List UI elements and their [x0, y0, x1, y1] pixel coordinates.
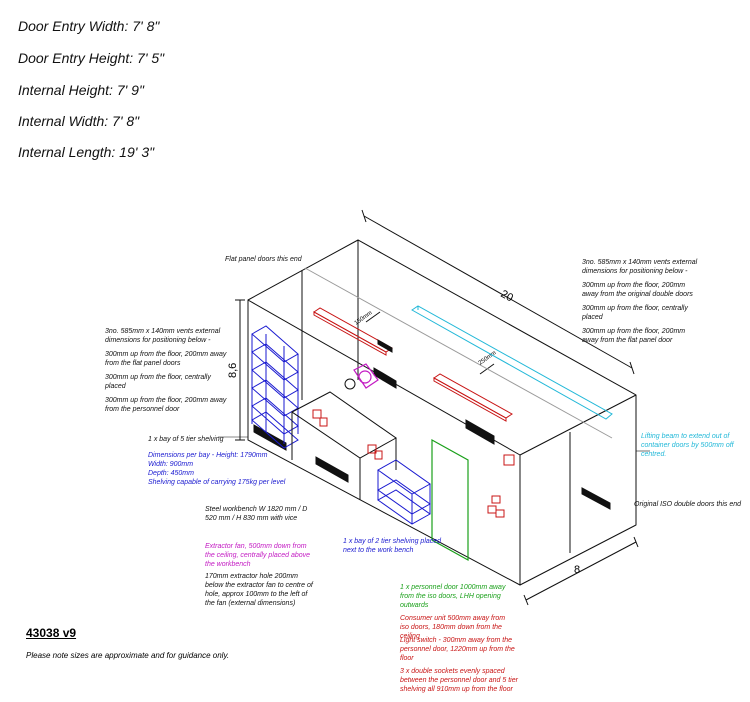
vents-right-line-1: 3no. 585mm x 140mm vents external dimens… [582, 259, 698, 275]
shelving-dims-line-4: Shelving capable of carrying 175kg per l… [148, 479, 286, 486]
light-switch-note: Light switch - 300mm away from the perso… [400, 637, 515, 662]
electrical-fittings [312, 409, 515, 518]
spec-internal-height: Internal Height: 7' 9" [18, 82, 144, 98]
spec-internal-width: Internal Width: 7' 8" [18, 113, 140, 129]
workbench-note: Steel workbench W 1820 mm / D 520 mm / H… [205, 506, 308, 522]
leader-lines [218, 436, 650, 452]
spec-internal-length: Internal Length: 19' 3" [18, 144, 155, 160]
vents-left-line-3: 300mm up from the floor, centrally place… [105, 374, 211, 390]
shelving-dims-line-3: Depth: 450mm [148, 470, 194, 477]
consumer-unit-note: Consumer unit 500mm away from iso doors,… [400, 615, 506, 640]
vents-left-note: 3no. 585mm x 140mm vents external dimens… [105, 327, 227, 419]
container-outline [247, 239, 637, 586]
extractor-note: Extractor fan, 500mm down from the ceili… [205, 543, 311, 568]
vents-left-line-4: 300mm up from the floor, 200mm away from… [105, 397, 227, 413]
lifting-beam [411, 305, 613, 420]
personnel-door [431, 438, 469, 562]
disclaimer: Please note sizes are approximate and fo… [26, 651, 230, 660]
shelving-5-tier [251, 325, 299, 449]
flat-panel-label: Flat panel doors this end [225, 256, 302, 263]
sockets-note: 3 x double sockets evenly spaced between… [400, 668, 518, 693]
wall-vents [253, 339, 611, 510]
vents-right-line-3: 300mm up from the floor, centrally place… [582, 305, 688, 321]
vents-left-line-1: 3no. 585mm x 140mm vents external dimens… [105, 328, 221, 344]
roof-centre-line [304, 267, 613, 439]
vents-right-line-2: 300mm up from the floor, 200mm away from… [582, 282, 693, 298]
extractor-hole-note: 170mm extractor hole 200mm below the ext… [205, 573, 313, 607]
height-dimension: 8,6 [227, 363, 239, 378]
shelving-dims-line-2: Width: 900mm [148, 461, 194, 468]
personnel-door-note: 1 x personnel door 1000mm away from the … [400, 584, 506, 609]
spec-door-entry-height: Door Entry Height: 7' 5" [18, 50, 165, 66]
vents-left-line-2: 300mm up from the floor, 200mm away from… [105, 351, 227, 367]
reference-number: 43038 v9 [26, 626, 77, 640]
vents-right-line-4: 300mm up from the floor, 200mm away from… [582, 328, 686, 344]
shelving-2-tier [377, 459, 431, 525]
vents-right-note: 3no. 585mm x 140mm vents external dimens… [582, 258, 700, 350]
shelving-5-label: 1 x bay of 5 tier shelving [148, 436, 224, 443]
extractor-fan [353, 363, 379, 389]
extractor-hole [344, 378, 356, 390]
shelving-dims-line-1: Dimensions per bay - Height: 1790mm [148, 452, 268, 459]
dimension-lines [235, 209, 639, 606]
spec-door-entry-width: Door Entry Width: 7' 8" [18, 18, 160, 34]
shelving-2-note: 1 x bay of 2 tier shelving placed next t… [343, 538, 442, 554]
workbench [291, 391, 397, 500]
lifting-beam-note: Lifting beam to extend out of container … [641, 433, 734, 458]
iso-doors-label: Original ISO double doors this end [634, 501, 742, 508]
width-dimension: 8 [574, 564, 580, 576]
shelving-dims-note: Dimensions per bay - Height: 1790mm Widt… [148, 451, 288, 487]
length-dimension: 20 [499, 288, 515, 304]
